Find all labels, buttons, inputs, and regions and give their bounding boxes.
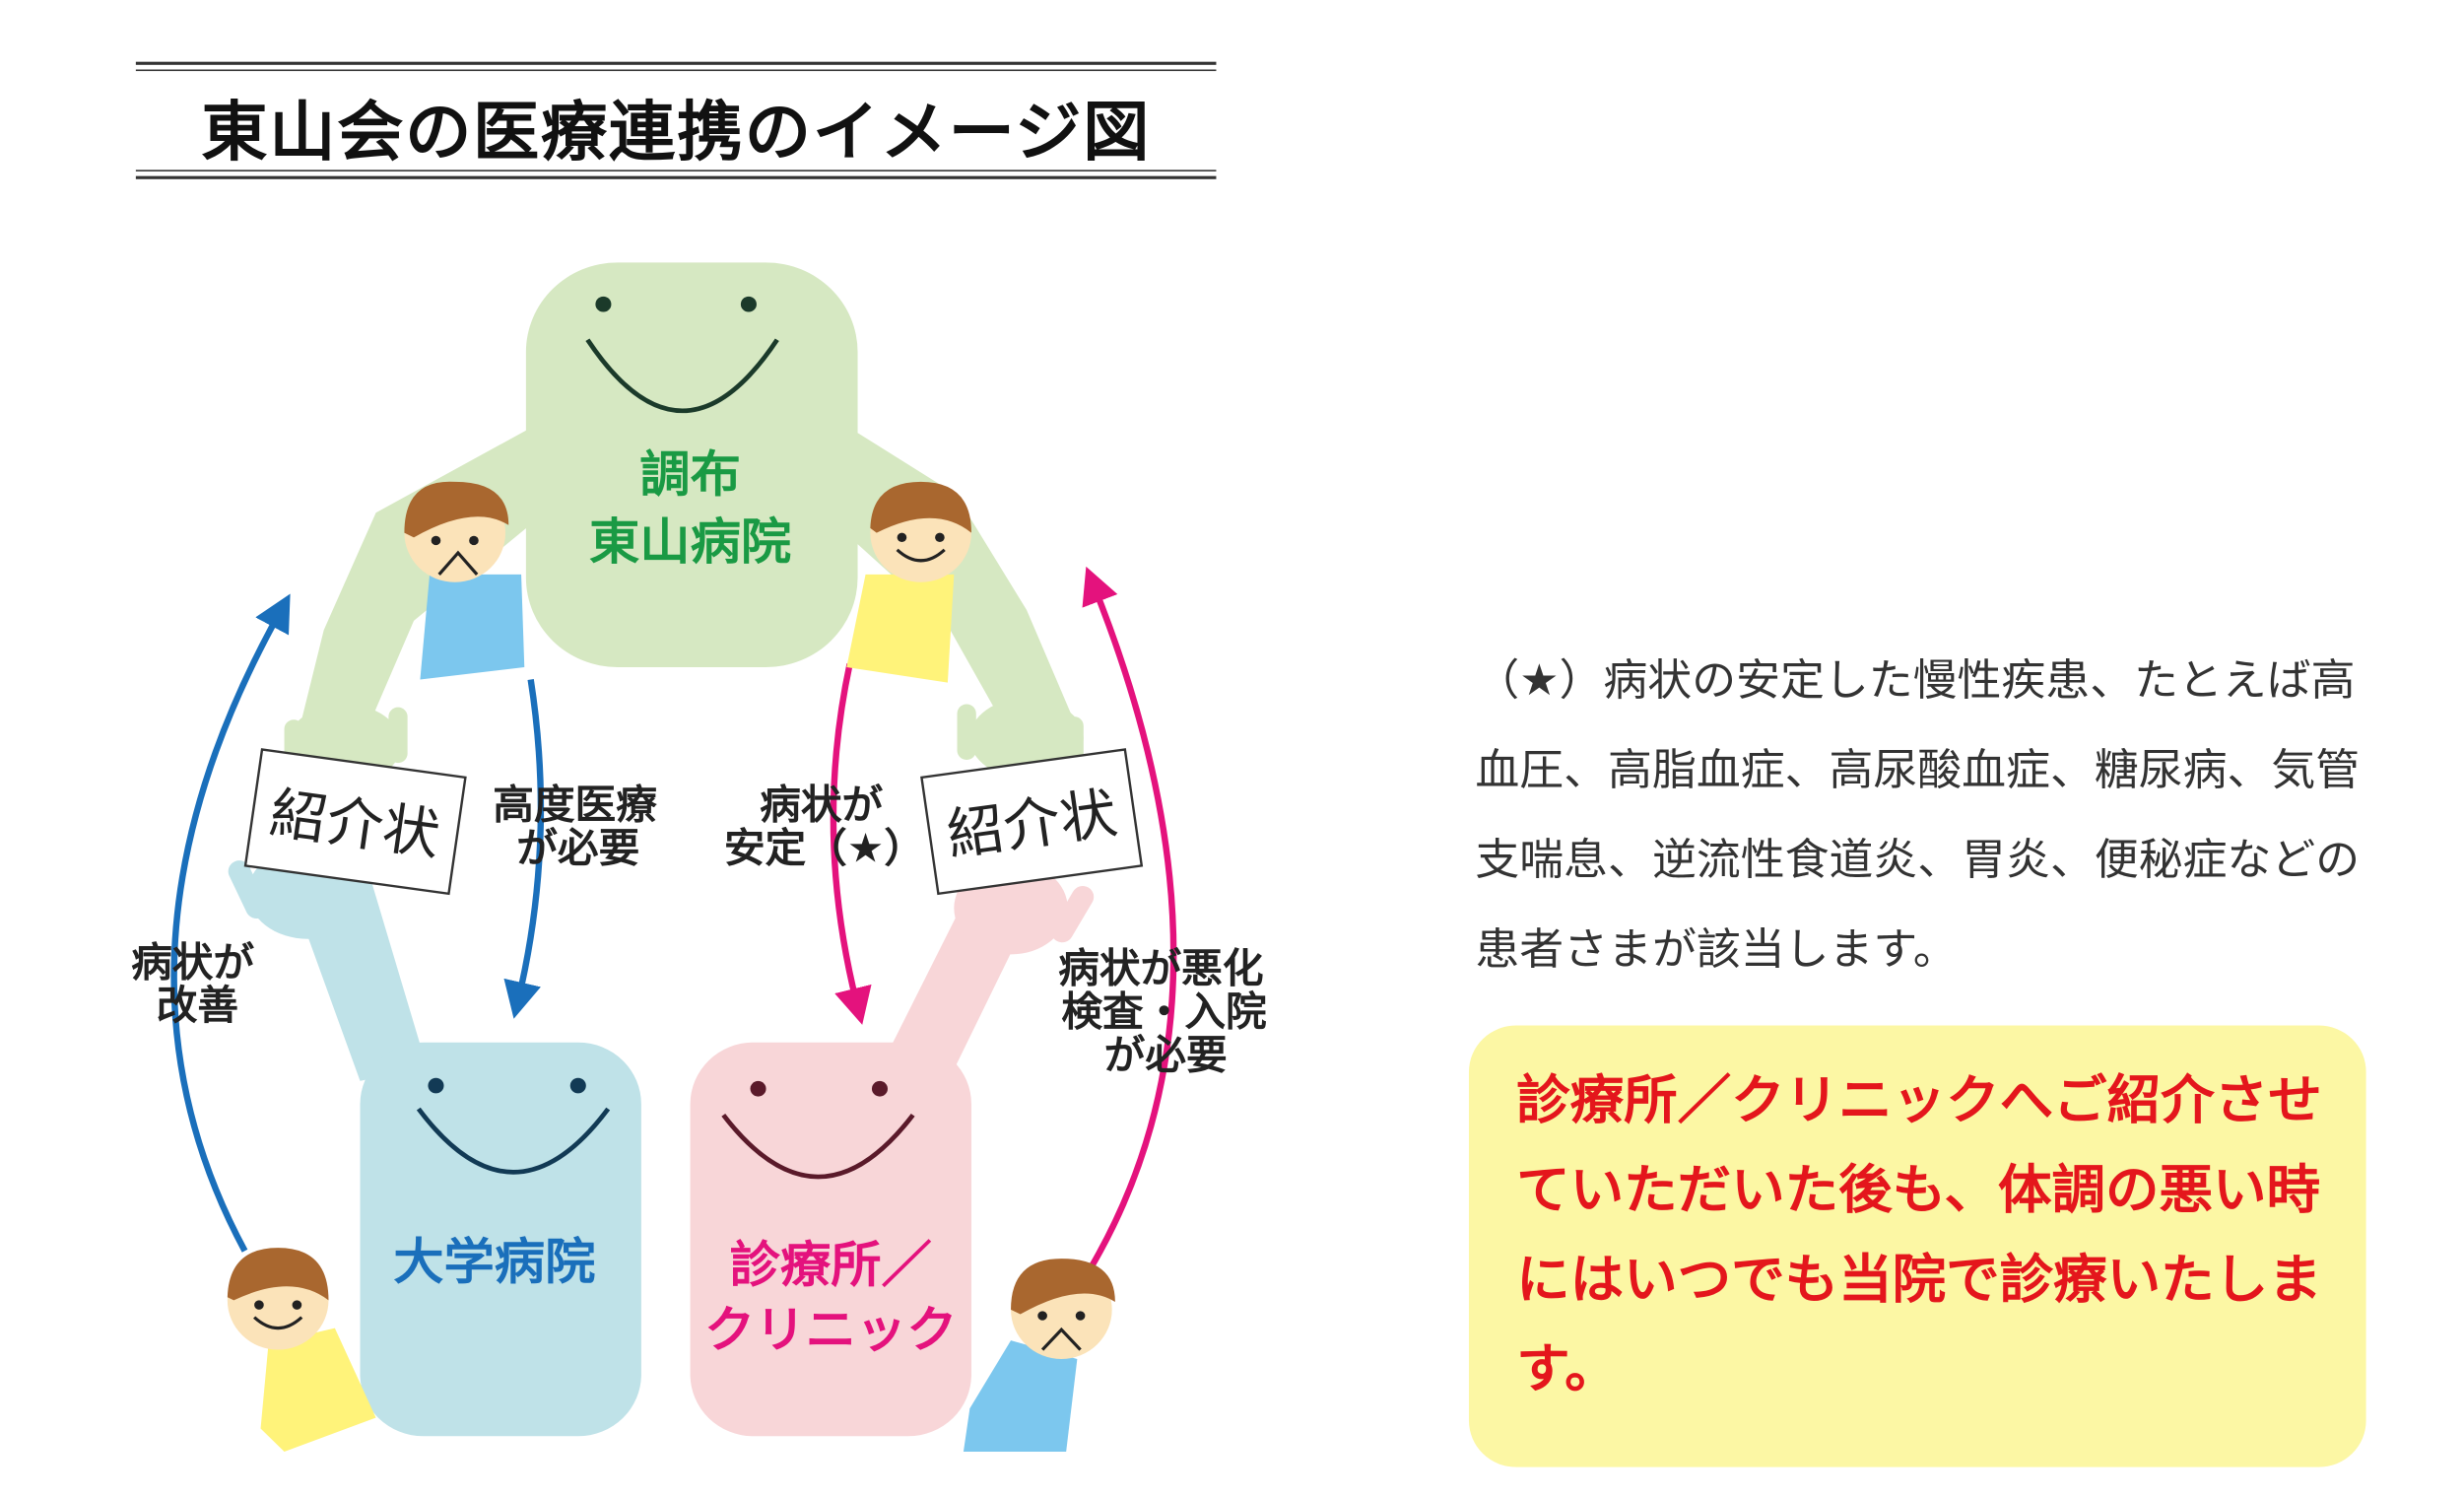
referral-letter-left: 紹介状 xyxy=(243,748,467,896)
pink-left-eye xyxy=(750,1080,766,1097)
university-label: 大学病院 xyxy=(393,1233,595,1290)
callout-text: 診療所／クリニックへご紹介させていただいた後も、体調の悪い時にはいつでも当院で診… xyxy=(1516,1069,2322,1401)
caption-advanced-line1: 高度医療 xyxy=(493,782,657,828)
blue-smile xyxy=(416,1107,611,1175)
caption-improved-line1: 病状が xyxy=(131,939,255,986)
patient-happy-bottom-left xyxy=(227,1248,376,1452)
green-smile xyxy=(585,338,779,414)
patient-unwell-top-left xyxy=(404,481,525,680)
page-title: 東山会の医療連携のイメージ図 xyxy=(201,94,1152,170)
patient-unwell-bottom-right xyxy=(963,1259,1115,1452)
caption-stable-line1: 病状が xyxy=(760,782,884,828)
arrow-improved xyxy=(170,593,291,1253)
caption-stable-line2: 安定（★） xyxy=(724,825,925,871)
caption-worsened-line3: が必要 xyxy=(1104,1032,1228,1078)
referral-letter-right: 紹介状 xyxy=(920,748,1144,896)
caption-improved-line2: 改善 xyxy=(157,983,238,1029)
green-right-eye xyxy=(740,296,757,312)
arrow-advanced xyxy=(503,679,545,1019)
pink-body xyxy=(690,1042,971,1437)
clinic-label-line1: 診療所／ xyxy=(730,1236,932,1293)
caption-worsened-line2: 検査・入院 xyxy=(1061,988,1266,1035)
chofu-label-line2: 東山病院 xyxy=(589,513,791,571)
green-body xyxy=(525,262,858,667)
green-left-eye xyxy=(595,296,612,312)
pink-smile xyxy=(721,1113,915,1180)
chronic-disease-note: （★）病状の安定した慢性疾患、たとえば高血圧、高脂血症、高尿酸血症、糖尿病、気管… xyxy=(1475,654,2361,975)
title-frame: 東山会の医療連携のイメージ図 xyxy=(135,61,1217,179)
callout-box: 診療所／クリニックへご紹介させていただいた後も、体調の悪い時にはいつでも当院で診… xyxy=(1468,1025,2366,1467)
blue-body xyxy=(360,1042,641,1437)
arrow-worsened xyxy=(1082,566,1177,1271)
blue-right-eye xyxy=(569,1077,586,1094)
patient-happy-top-right xyxy=(846,481,971,683)
clinic-character: 診療所／ クリニック xyxy=(690,831,1095,1437)
medical-network-diagram: 調布 東山病院 大学病院 xyxy=(131,262,1267,1452)
pink-right-eye xyxy=(871,1080,888,1097)
arrow-stable xyxy=(830,663,872,1025)
chofu-label-line1: 調布 xyxy=(639,445,741,503)
blue-left-eye xyxy=(428,1077,444,1094)
caption-worsened-line1: 病状が悪化 xyxy=(1058,945,1263,991)
caption-advanced-line2: が必要 xyxy=(516,825,639,871)
clinic-label-line2: クリニック xyxy=(704,1301,957,1358)
